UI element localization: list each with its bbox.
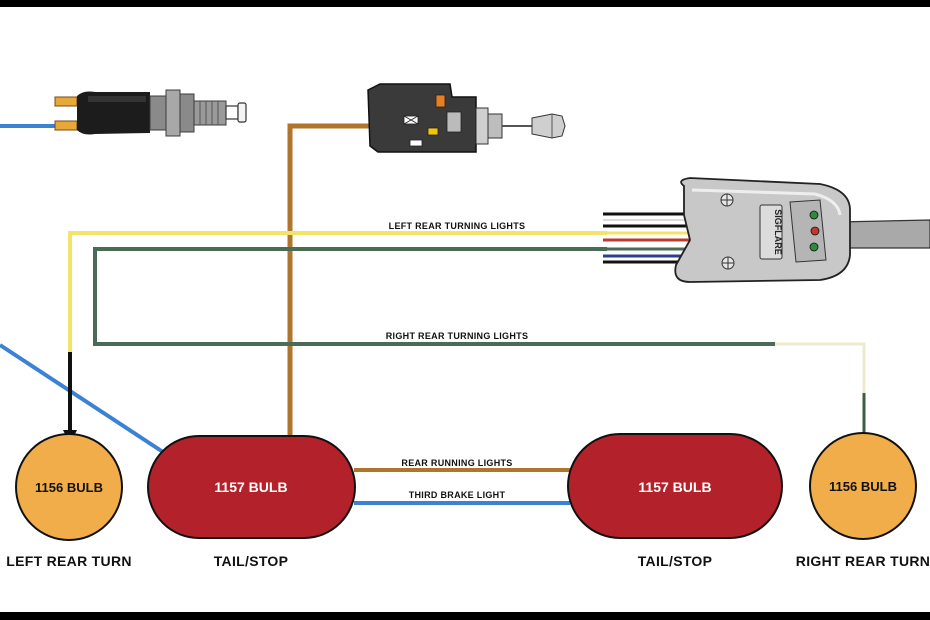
sigflare-brand-text: SIGFLARE bbox=[773, 209, 783, 255]
label-third-brake-light: THIRD BRAKE LIGHT bbox=[409, 490, 506, 500]
bulb-right-turn-label: 1156 BULB bbox=[829, 479, 897, 494]
bulb-right-rear-turn: 1156 BULB bbox=[809, 432, 917, 540]
yellow-wire-left-turn bbox=[68, 231, 607, 352]
bottom-frame-bar bbox=[0, 612, 930, 620]
label-right-rear-turning-lights: RIGHT REAR TURNING LIGHTS bbox=[386, 331, 529, 341]
caption-left-rear-turn: LEFT REAR TURN bbox=[6, 553, 132, 569]
pale-wire-right-turn bbox=[775, 342, 866, 393]
label-left-rear-turning-lights: LEFT REAR TURNING LIGHTS bbox=[389, 221, 526, 231]
caption-left-tail-stop: TAIL/STOP bbox=[214, 553, 289, 569]
brown-wire-switch bbox=[287, 123, 378, 436]
plunger-brake-switch bbox=[367, 83, 566, 153]
bulb-left-rear-turn: 1156 BULB bbox=[15, 433, 123, 541]
bulb-left-tail-label: 1157 BULB bbox=[214, 479, 287, 495]
switch-wire-bundle bbox=[603, 212, 690, 264]
caption-right-tail-stop: TAIL/STOP bbox=[638, 553, 713, 569]
bulb-left-tail-stop: 1157 BULB bbox=[147, 435, 356, 539]
blue-wire-diagonal bbox=[0, 343, 165, 454]
bulb-right-tail-stop: 1157 BULB bbox=[567, 433, 783, 539]
led-green-top-icon bbox=[809, 210, 819, 220]
green-wire-right-turn bbox=[93, 247, 775, 346]
bulb-right-tail-label: 1157 BULB bbox=[638, 479, 711, 495]
brake-light-switch bbox=[54, 89, 247, 137]
led-red-icon bbox=[810, 226, 820, 236]
label-rear-running-lights: REAR RUNNING LIGHTS bbox=[401, 458, 512, 468]
caption-right-rear-turn: RIGHT REAR TURN bbox=[796, 553, 930, 569]
bulb-left-turn-label: 1156 BULB bbox=[35, 480, 103, 495]
led-green-bottom-icon bbox=[809, 242, 819, 252]
sigflare-switch-housing: SIGFLARE bbox=[674, 177, 930, 283]
top-frame-bar bbox=[0, 0, 930, 7]
